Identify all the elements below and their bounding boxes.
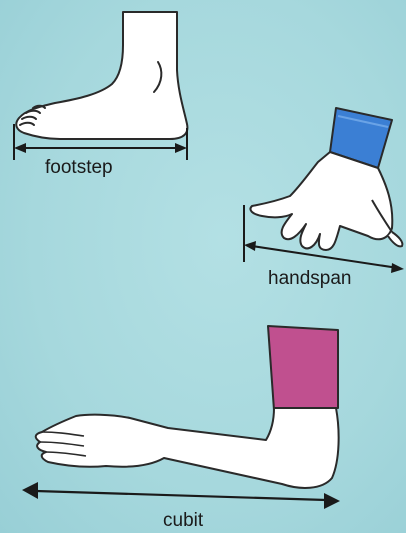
cubit-label: cubit	[163, 510, 203, 532]
footstep-label: footstep	[45, 157, 113, 179]
handspan-label: handspan	[268, 268, 351, 290]
arm-figure	[36, 326, 339, 488]
hand-figure	[250, 108, 402, 250]
foot-figure	[16, 12, 187, 139]
